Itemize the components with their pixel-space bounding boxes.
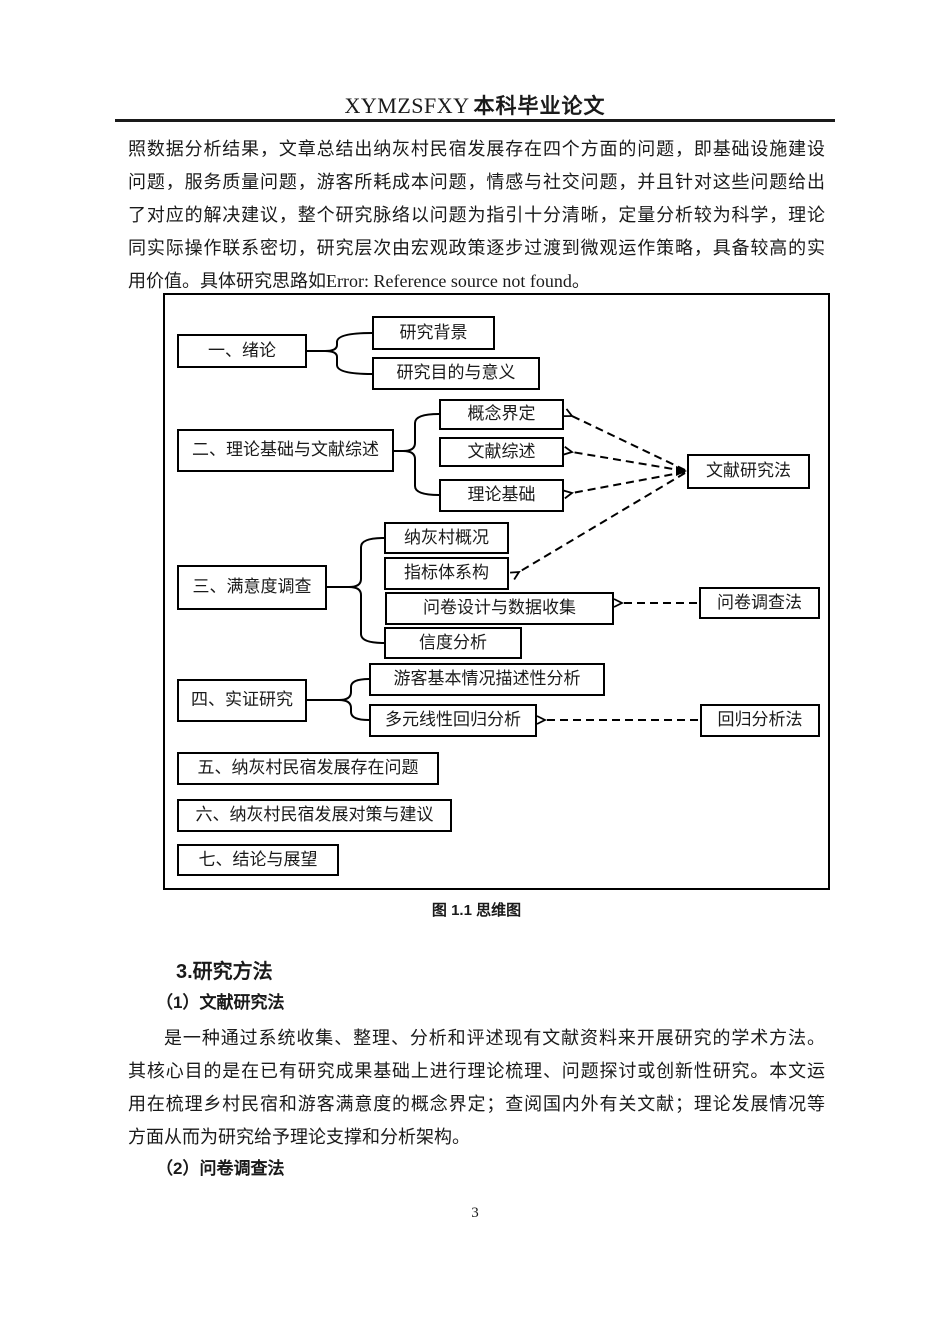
diagram-box-ch4-descriptive: 游客基本情况描述性分析 (369, 663, 605, 696)
paragraph-line: 方面从而为研究给予理论支撑和分析架构。 (128, 1127, 470, 1147)
arrow-literature-to-index (519, 472, 686, 572)
paragraph-line: 照数据分析结果，文章总结出纳灰村民宿发展存在四个方面的问题，即基础设施建设 (128, 139, 825, 159)
page-number: 3 (471, 1205, 479, 1221)
paragraph-line: 了对应的解决建议，整个研究脉络以问题为指引十分清晰，定量分析较为科学，理论 (128, 205, 825, 225)
diagram-box-method-literature: 文献研究法 (687, 454, 810, 489)
diagram-box-ch3-index: 指标体系构 (384, 557, 509, 590)
diagram-connectors (307, 332, 698, 888)
brace-ch3 (327, 537, 385, 644)
paragraph-line: 其核心目的是在已有研究成果基础上进行理论梳理、问题探讨或创新性研究。本文运 (128, 1061, 825, 1081)
mindmap-figure: 一、绪论 研究背景 研究目的与意义 二、理论基础与文献综述 概念界定 文献综述 … (163, 293, 830, 890)
paragraph-line: 是一种通过系统收集、整理、分析和评述现有文献资料来开展研究的学术方法。 (164, 1028, 825, 1048)
brace-ch1 (307, 332, 373, 375)
paragraph-line: 同实际操作联系密切，研究层次由宏观政策逐步过渡到微观运作策略，具备较高的实 (128, 238, 825, 258)
diagram-box-ch1-purpose: 研究目的与意义 (372, 357, 540, 390)
diagram-box-method-survey: 问卷调查法 (699, 587, 820, 619)
arrowhead-into-literature (676, 466, 687, 476)
brace-ch4 (307, 678, 370, 721)
section-heading-methods: 3.研究方法 (176, 961, 273, 983)
literature-method-paragraph: 是一种通过系统收集、整理、分析和评述现有文献资料来开展研究的学术方法。 其核心目… (128, 1022, 825, 1154)
subsection-heading-survey: （2）问卷调查法 (156, 1159, 285, 1178)
arrow-literature-to-review (572, 452, 686, 472)
diagram-box-ch4: 四、实证研究 (177, 679, 307, 722)
diagram-box-ch6: 六、纳灰村民宿发展对策与建议 (177, 799, 452, 832)
diagram-box-ch1-background: 研究背景 (372, 316, 495, 350)
brace-ch2 (394, 413, 440, 496)
diagram-box-ch3: 三、满意度调查 (177, 565, 327, 610)
diagram-box-ch3-overview: 纳灰村概况 (384, 522, 509, 554)
header-rule (115, 119, 835, 122)
diagram-box-ch4-regression: 多元线性回归分析 (369, 704, 537, 737)
page-header: XYMZSFXY 本科毕业论文 (115, 90, 835, 120)
diagram-box-ch7: 七、结论与展望 (177, 844, 339, 876)
arrow-literature-to-concept (572, 416, 686, 471)
header-school-code: XYMZSFXY (344, 93, 470, 118)
diagram-box-ch3-design: 问卷设计与数据收集 (385, 592, 614, 625)
intro-paragraph: 照数据分析结果，文章总结出纳灰村民宿发展存在四个方面的问题，即基础设施建设 问题… (128, 133, 825, 298)
figure-caption: 图 1.1 思维图 (431, 902, 522, 919)
diagram-box-ch2: 二、理论基础与文献综述 (177, 429, 394, 472)
paragraph-line: 用在梳理乡村民宿和游客满意度的概念界定；查阅国内外有关文献；理论发展情况等 (128, 1094, 825, 1114)
diagram-box-ch1: 一、绪论 (177, 334, 307, 368)
diagram-box-ch2-theory: 理论基础 (439, 479, 564, 512)
diagram-box-ch2-concept: 概念界定 (439, 399, 564, 430)
diagram-box-method-regression: 回归分析法 (700, 704, 820, 737)
subsection-heading-literature: （1）文献研究法 (156, 993, 285, 1012)
arrow-literature-to-theory (572, 471, 686, 493)
paragraph-line: 用价值。具体研究思路如Error: Reference source not f… (128, 271, 590, 291)
diagram-box-ch5: 五、纳灰村民宿发展存在问题 (177, 752, 439, 785)
paragraph-line: 问题，服务质量问题，游客所耗成本问题，情感与社交问题，并且针对这些问题给出 (128, 172, 825, 192)
header-title: 本科毕业论文 (473, 94, 606, 118)
diagram-box-ch2-review: 文献综述 (439, 437, 564, 467)
diagram-box-ch3-reliability: 信度分析 (384, 627, 522, 659)
